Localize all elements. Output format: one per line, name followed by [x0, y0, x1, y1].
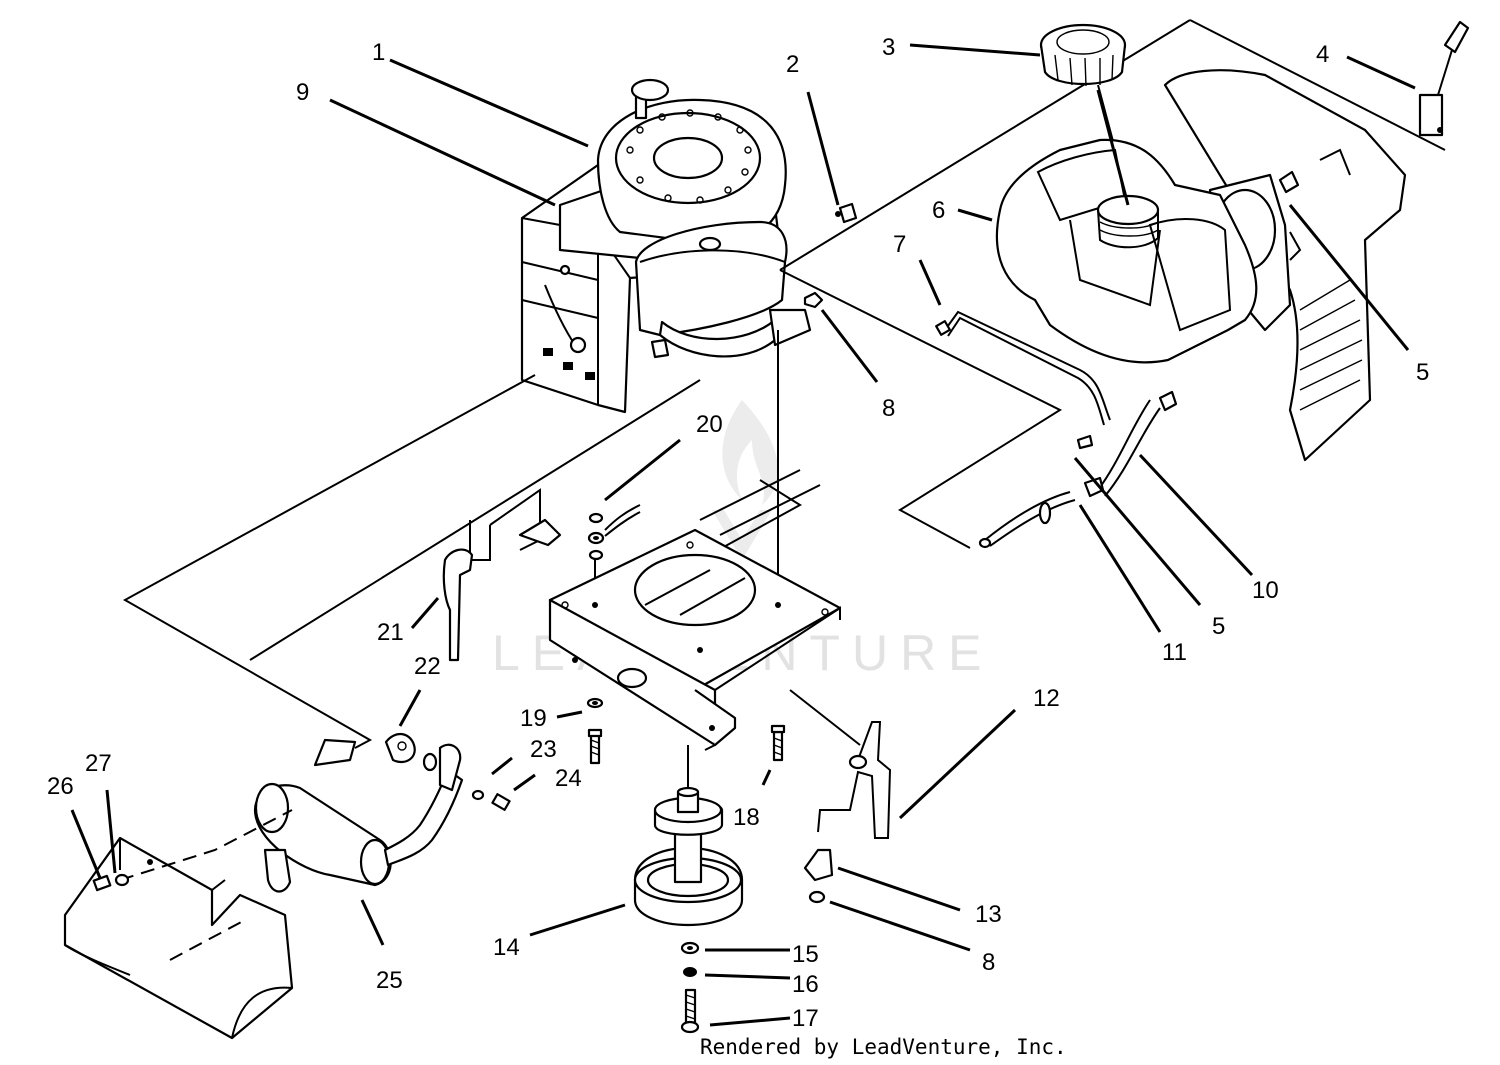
hardware-20: [587, 504, 641, 561]
callout-8-lower: 8: [982, 949, 995, 976]
bracket-21: [442, 518, 562, 662]
shroud-bolts: [626, 109, 752, 204]
rod-12-bracket-13: [803, 721, 892, 904]
callout-21: 21: [377, 619, 404, 646]
callout-24: 24: [555, 765, 582, 792]
callout-leader-lines: [70, 43, 1416, 1027]
callout-26: 26: [47, 773, 74, 800]
callout-14: 14: [493, 934, 520, 961]
gasket-22-hardware-23: [384, 733, 511, 811]
callout-13: 13: [975, 901, 1002, 928]
callout-18: 18: [733, 804, 760, 831]
callout-20: 20: [696, 411, 723, 438]
callout-8-upper: 8: [882, 395, 895, 422]
callout-4: 4: [1316, 41, 1329, 68]
callout-17: 17: [792, 1005, 819, 1032]
fuel-tank-assembly: [995, 20, 1470, 462]
hardware-19-24: [586, 697, 604, 765]
callout-23: 23: [530, 736, 557, 763]
callout-9: 9: [296, 79, 309, 106]
callout-6: 6: [932, 197, 945, 224]
callout-22: 22: [414, 653, 441, 680]
callout-19: 19: [520, 705, 547, 732]
callout-16: 16: [792, 971, 819, 998]
pulley-14: [633, 786, 744, 927]
fuel-lines: [935, 310, 1178, 549]
render-credit: Rendered by LeadVenture, Inc.: [700, 1035, 1067, 1059]
fender-louvres: [1299, 279, 1363, 411]
muffler-25: [253, 738, 464, 893]
callout-5-upper: 5: [1416, 359, 1429, 386]
callout-12: 12: [1033, 685, 1060, 712]
engine-hardware: [803, 202, 858, 309]
callout-15: 15: [792, 941, 819, 968]
callout-7: 7: [893, 231, 906, 258]
callout-11: 11: [1162, 639, 1187, 666]
engine: [520, 78, 812, 414]
heat-shield: [63, 809, 294, 1040]
callout-2: 2: [786, 51, 799, 78]
callout-25: 25: [376, 967, 403, 994]
callout-labels: 1 2 3 4 5 5 6 7 8 8 9 10 11 12 13 14 15 …: [47, 34, 1429, 1032]
hardware-15-16-17: [680, 941, 700, 1034]
engine-mount-plate: [548, 528, 842, 747]
callout-27: 27: [85, 750, 112, 777]
callout-5-lower: 5: [1212, 613, 1225, 640]
callout-3: 3: [882, 34, 895, 61]
callout-1: 1: [372, 39, 385, 66]
hardware-18: [770, 724, 786, 762]
callout-10: 10: [1252, 577, 1279, 604]
